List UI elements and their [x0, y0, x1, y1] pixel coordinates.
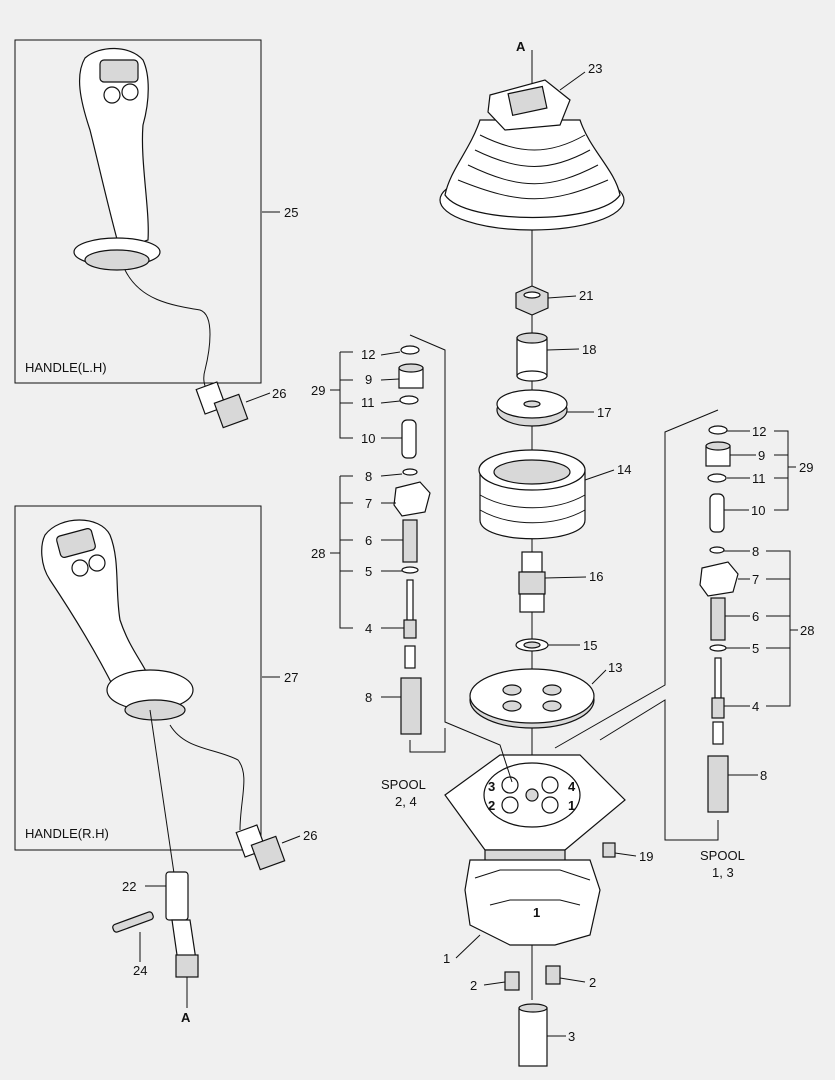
handle-rh-display	[56, 528, 96, 558]
part-23-boot: A 23	[439, 39, 625, 231]
callout-7: 7	[365, 496, 372, 511]
handle-rh-button-left	[71, 559, 89, 577]
callout-7: 7	[752, 572, 759, 587]
callout-6: 6	[752, 609, 759, 624]
part-17-disc: 17	[496, 389, 611, 427]
callout-6: 6	[365, 533, 372, 548]
spool-24-label: SPOOL	[381, 777, 426, 792]
callout-10: 10	[361, 431, 375, 446]
callout-28: 28	[800, 623, 814, 638]
callout-5: 5	[365, 564, 372, 579]
callout-1: 1	[443, 951, 450, 966]
handle-rh-grip	[41, 519, 151, 691]
callout-22: 22	[122, 879, 136, 894]
callout-29: 29	[311, 383, 325, 398]
callout-25: 25	[284, 205, 298, 220]
callout-26: 26	[272, 386, 286, 401]
handle-rh-label: HANDLE(R.H)	[25, 826, 109, 841]
connector-26-lh	[195, 381, 249, 429]
callout-29: 29	[799, 460, 813, 475]
part-21-nut: 21	[515, 285, 593, 316]
callout-17: 17	[597, 405, 611, 420]
port-2-label: 2	[488, 798, 495, 813]
callout-9: 9	[365, 372, 372, 387]
label-a-bottom: A	[181, 1010, 191, 1025]
callout-16: 16	[589, 569, 603, 584]
callout-12: 12	[361, 347, 375, 362]
part-24	[112, 911, 154, 933]
handle-rh-group: 26 27 HANDLE(R.H)	[14, 505, 317, 871]
callout-23: 23	[588, 61, 602, 76]
callout-11: 11	[752, 471, 766, 486]
part-18-coupling: 18	[516, 332, 596, 382]
callout-10: 10	[751, 503, 765, 518]
handle-lh-button-left	[103, 86, 121, 104]
callout-4: 4	[752, 699, 759, 714]
port-4-label: 4	[568, 779, 576, 794]
handle-rh-cable	[169, 724, 245, 831]
callout-24: 24	[133, 963, 147, 978]
part-3-sleeve: 3	[518, 1003, 575, 1067]
callout-19: 19	[639, 849, 653, 864]
part-threaded-end	[175, 954, 199, 978]
handle-lh-display	[99, 59, 139, 83]
handle-lh-cable	[124, 269, 211, 394]
part-14-bushing: 14	[478, 449, 631, 540]
part-1-body: 1 1	[443, 859, 601, 966]
spool-13-nums: 1, 3	[712, 865, 734, 880]
callout-26: 26	[303, 828, 317, 843]
callout-14: 14	[617, 462, 631, 477]
callout-2: 2	[589, 975, 596, 990]
callout-28: 28	[311, 546, 325, 561]
spool-24-stack: 12 9 11 10 29 8 7 6 5 4 28 8 SPOOL 2, 4	[311, 334, 513, 809]
base-flange: 3 2 4 1	[444, 754, 626, 863]
callout-21: 21	[579, 288, 593, 303]
callout-8: 8	[365, 690, 372, 705]
part-16-joint: 16	[518, 551, 603, 613]
callout-13: 13	[608, 660, 622, 675]
callout-8: 8	[752, 544, 759, 559]
connector-26-rh	[235, 824, 286, 871]
spool-13-stack: 12 9 11 10 29 8 7 6 5 4 28 8 SPOOL 1, 3	[554, 409, 814, 880]
callout-3: 3	[568, 1029, 575, 1044]
part-13-plate: 13	[469, 660, 622, 729]
callout-8: 8	[365, 469, 372, 484]
part-19-plug: 19	[602, 842, 653, 864]
handle-lh-button-right	[121, 83, 139, 101]
part-15-washer: 15	[515, 638, 597, 653]
body-mark-label: 1	[533, 905, 540, 920]
port-3-label: 3	[488, 779, 495, 794]
callout-8: 8	[760, 768, 767, 783]
callout-15: 15	[583, 638, 597, 653]
handle-lh-group: 26 25 HANDLE(L.H)	[14, 39, 298, 429]
callout-4: 4	[365, 621, 372, 636]
callout-18: 18	[582, 342, 596, 357]
handle-lh-label: HANDLE(L.H)	[25, 360, 107, 375]
callout-27: 27	[284, 670, 298, 685]
callout-12: 12	[752, 424, 766, 439]
shaft-assembly: 22 24 A	[112, 709, 199, 1025]
label-a-top: A	[516, 39, 526, 54]
callout-11: 11	[361, 395, 375, 410]
part-22	[165, 871, 189, 921]
callout-2: 2	[470, 978, 477, 993]
port-1-label: 1	[568, 798, 575, 813]
callout-5: 5	[752, 641, 759, 656]
handle-lh-frame	[14, 39, 262, 384]
handle-rh-button-right	[88, 554, 106, 572]
part-2-plugs: 2 2	[470, 965, 596, 993]
spool-24-nums: 2, 4	[395, 794, 417, 809]
spool-13-label: SPOOL	[700, 848, 745, 863]
callout-9: 9	[758, 448, 765, 463]
